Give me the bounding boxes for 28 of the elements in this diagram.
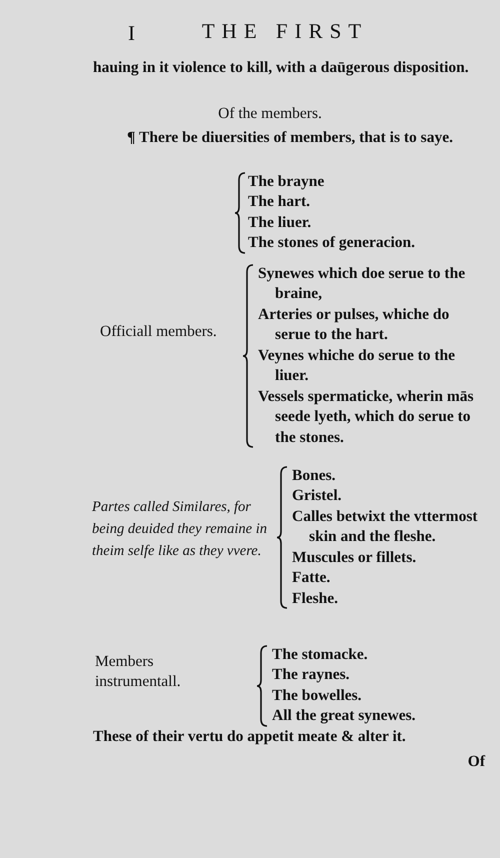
page-number: I: [128, 20, 136, 47]
body-text: hauing in it violence to kill, with a daūgerous disposition.: [93, 58, 470, 78]
group-label: Officiall members.: [100, 322, 218, 342]
body-text: ¶ There be diuersities of members, that is to saye.: [126, 128, 454, 148]
list-item: Veynes whiche do serue to the liuer.: [258, 346, 456, 386]
list-item: The bowelles.: [272, 686, 363, 706]
list-item: Fleshe.: [292, 588, 340, 609]
list-item: Synewes which doe serue to the braine,: [258, 264, 466, 304]
list-item: Arteries or pulses, whiche do serue to the hart.: [258, 304, 450, 346]
group-label: Members instrumentall.: [95, 652, 182, 692]
body-text: These of their vertu do appetit meate & alter it.: [93, 727, 407, 747]
list-item: Gristel.: [292, 486, 342, 506]
list-item: Calles betwixt the vttermost skin and the fleshe.: [292, 506, 479, 548]
running-head: THE FIRST: [200, 18, 370, 45]
list-item: The hart.: [248, 192, 311, 212]
section-heading: Of the members.: [217, 104, 323, 124]
list-item: The stomacke.: [272, 645, 369, 665]
catchword: Of: [466, 752, 485, 772]
list-item: Vessels spermaticke, wherin mās seede lyeth, which do serue to the stones.: [258, 386, 475, 448]
list-item: The stones of generacion.: [248, 233, 416, 254]
group-label: Partes called Similares, for being deuided they remaine in theim selfe like as they vvere.: [92, 498, 268, 560]
list-item: All the great synewes.: [272, 706, 416, 726]
list-item: The brayne: [248, 172, 326, 192]
list-item: Bones.: [292, 466, 336, 486]
list-item: The liuer.: [248, 212, 312, 233]
list-item: Fatte.: [292, 568, 332, 588]
list-item: Muscules or fillets.: [292, 548, 418, 568]
list-item: The raynes.: [272, 665, 350, 686]
